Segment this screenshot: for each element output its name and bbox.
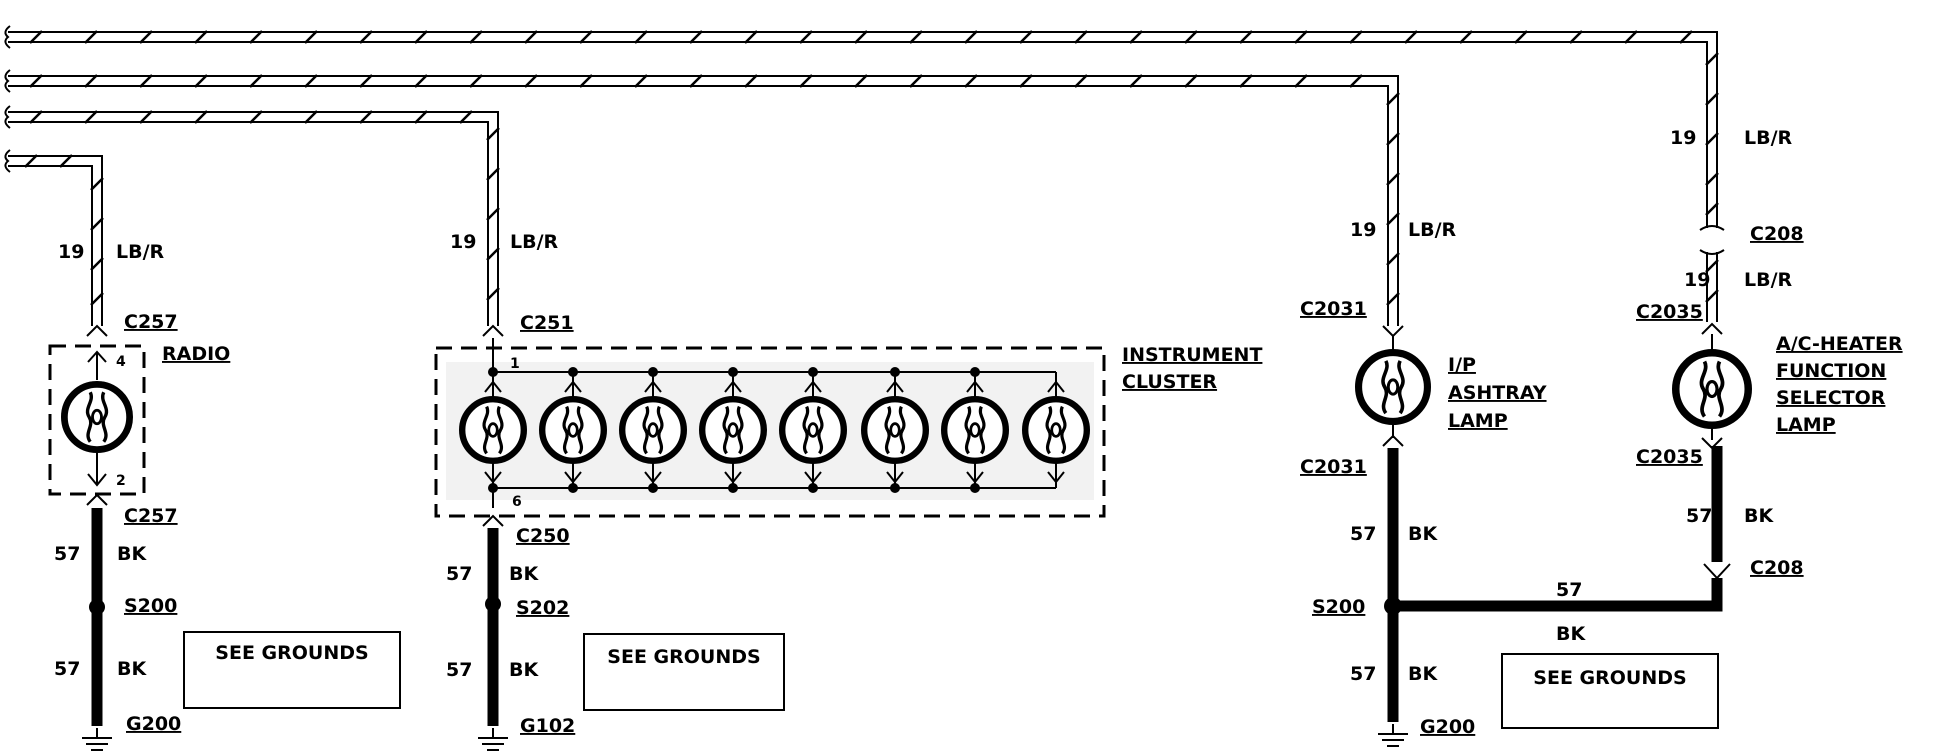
cluster-bulb-8 — [1025, 380, 1087, 484]
heater-wire-circuit-lower: 19 — [1684, 269, 1710, 291]
cluster-bulb-5 — [782, 367, 844, 493]
radio-see-grounds-box: SEE GROUNDS — [183, 631, 401, 709]
cluster-bk-color-lower: BK — [509, 659, 539, 681]
heater-label-line3: SELECTOR — [1776, 387, 1886, 409]
ashtray-ground-label: G200 — [1420, 716, 1475, 738]
heater-connector-top: C2035 — [1636, 301, 1703, 323]
heater-bk-color: BK — [1744, 505, 1774, 527]
ashtray-connector-bottom: C2031 — [1300, 456, 1367, 478]
cluster-bulb-7 — [944, 367, 1006, 493]
heater-wire-color-upper: LB/R — [1744, 127, 1793, 149]
cluster-bulb-2-icon — [542, 399, 604, 461]
cluster-splice-label: S202 — [516, 597, 569, 619]
cluster-bulb-6 — [864, 367, 926, 493]
radio-pin-top: 4 — [116, 354, 126, 370]
lbr-wire-cluster — [8, 111, 499, 326]
cluster-connector-bottom: C250 — [516, 525, 570, 547]
lbr-wire-heater — [8, 31, 1718, 322]
heater-wire-color-lower: LB/R — [1744, 269, 1793, 291]
heater-connector-bottom: C2035 — [1636, 446, 1703, 468]
cluster-pin-bottom: 6 — [512, 494, 522, 510]
ashtray-label-line2: ASHTRAY — [1448, 382, 1547, 404]
ashtray-wire-circuit: 19 — [1350, 219, 1376, 241]
heater-label-line1: A/C-HEATER — [1776, 333, 1903, 355]
ashtray-see-grounds-text: SEE GROUNDS — [1533, 667, 1686, 689]
ashtray-label-line3: LAMP — [1448, 410, 1508, 432]
cluster-wire-circuit: 19 — [450, 231, 476, 253]
cluster-bk-color-upper: BK — [509, 563, 539, 585]
wire-end-hooks — [4, 25, 11, 173]
lbr-wire-ashtray — [8, 75, 1399, 326]
heater-label-line4: LAMP — [1776, 414, 1836, 436]
heater-label-line2: FUNCTION — [1776, 360, 1886, 382]
radio-bulb-icon — [64, 384, 129, 449]
radio-splice-label: S200 — [124, 595, 177, 617]
radio-connector-bottom: C257 — [124, 505, 178, 527]
lbr-wire-radio — [8, 155, 103, 326]
heater-wire-circuit-upper: 19 — [1670, 127, 1696, 149]
ashtray-bk-color-upper: BK — [1408, 523, 1438, 545]
radio-bk-circuit-upper: 57 — [54, 543, 80, 565]
cluster-bulb-3 — [622, 367, 684, 493]
cluster-label-line1: INSTRUMENT — [1122, 344, 1262, 366]
radio-connector-top: C257 — [124, 311, 178, 333]
ashtray-see-grounds-box: SEE GROUNDS — [1501, 653, 1719, 729]
cluster-bk-circuit-lower: 57 — [446, 659, 472, 681]
radio-label: RADIO — [162, 343, 230, 365]
radio-wire-color: LB/R — [116, 241, 165, 263]
cluster-bulb-3-icon — [622, 399, 684, 461]
radio-component — [48, 324, 146, 751]
radio-wire-circuit: 19 — [58, 241, 84, 263]
heater-connector-inline-bottom: C208 — [1750, 557, 1804, 579]
ashtray-bulb-icon — [1359, 353, 1428, 422]
cluster-pin-top: 1 — [510, 356, 520, 372]
cluster-bulb-2 — [542, 367, 604, 493]
cluster-bulb-5-icon — [782, 399, 844, 461]
tie-wire-circuit: 57 — [1556, 579, 1582, 601]
cluster-connector-top: C251 — [520, 312, 574, 334]
ashtray-bk-circuit-lower: 57 — [1350, 663, 1376, 685]
radio-pin-bottom: 2 — [116, 473, 126, 489]
heater-bulb-icon — [1676, 353, 1749, 426]
cluster-bulb-4-icon — [702, 399, 764, 461]
ashtray-wire-color: LB/R — [1408, 219, 1457, 241]
tie-wire-color: BK — [1556, 623, 1586, 645]
instrument-cluster-component — [434, 324, 1106, 751]
ashtray-bk-color-lower: BK — [1408, 663, 1438, 685]
heater-lamp-component — [1676, 225, 1749, 580]
cluster-see-grounds-text: SEE GROUNDS — [607, 646, 760, 668]
ashtray-splice-label: S200 — [1312, 596, 1365, 618]
wire-hatch-marks — [24, 30, 1719, 306]
ashtray-bk-circuit-upper: 57 — [1350, 523, 1376, 545]
cluster-wire-color: LB/R — [510, 231, 559, 253]
radio-ground-label: G200 — [126, 713, 181, 735]
radio-see-grounds-text: SEE GROUNDS — [215, 642, 368, 664]
heater-connector-inline-top: C208 — [1750, 223, 1804, 245]
radio-bk-color-upper: BK — [117, 543, 147, 565]
cluster-bulb-6-icon — [864, 399, 926, 461]
cluster-bulb-1-icon — [462, 399, 524, 461]
radio-bk-color-lower: BK — [117, 658, 147, 680]
cluster-bulb-7-icon — [944, 399, 1006, 461]
cluster-bulb-1 — [462, 367, 524, 493]
cluster-see-grounds-box: SEE GROUNDS — [583, 633, 785, 711]
radio-bk-circuit-lower: 57 — [54, 658, 80, 680]
cluster-bulb-4 — [702, 367, 764, 493]
ashtray-connector-top: C2031 — [1300, 298, 1367, 320]
cluster-bulb-8-icon — [1025, 399, 1087, 461]
cluster-bk-circuit-upper: 57 — [446, 563, 472, 585]
cluster-ground-label: G102 — [520, 715, 575, 737]
ashtray-lamp-component — [1359, 325, 1723, 747]
heater-bk-circuit: 57 — [1686, 505, 1712, 527]
ashtray-label-line1: I/P — [1448, 354, 1476, 376]
cluster-label-line2: CLUSTER — [1122, 371, 1217, 393]
